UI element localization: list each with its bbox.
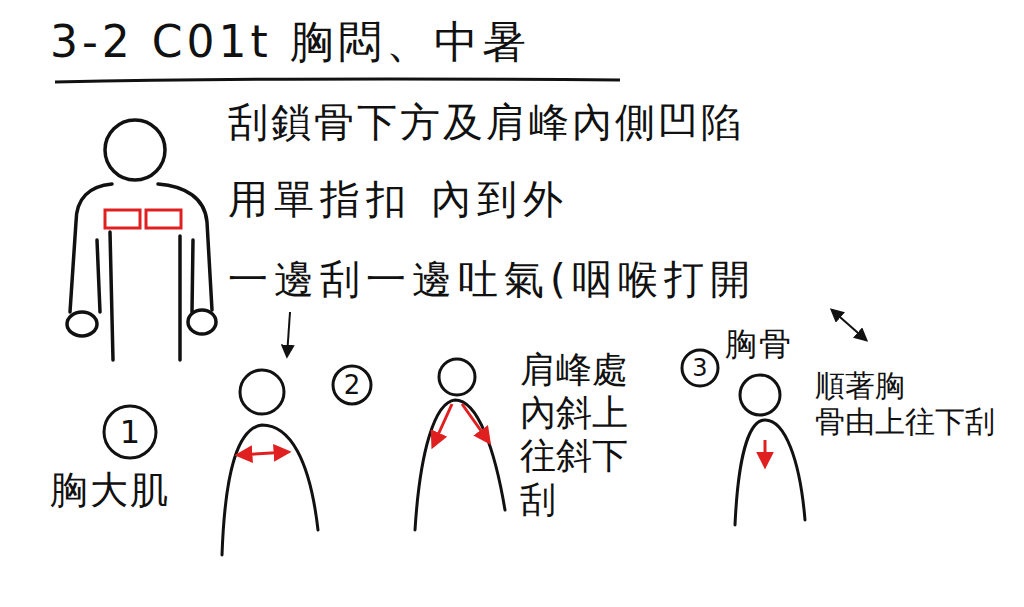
figure-sternum (735, 375, 805, 525)
callout-number: 1 (102, 404, 158, 460)
direction-note: 肩峰處 內斜上 往斜下 刮 (520, 348, 650, 521)
figure-acromion (415, 359, 505, 530)
scrape-arrow (764, 440, 767, 466)
leader-arrow (832, 310, 866, 340)
callout-text: 1 (102, 404, 158, 460)
body-figure (67, 120, 216, 360)
bone-label: 胸骨 (725, 325, 793, 363)
scrape-arrow (433, 404, 452, 446)
scrape-arrow (462, 404, 489, 442)
callout-number: 3 (680, 348, 720, 388)
title: 3-2 C01t 胸悶、中暑 (50, 16, 530, 69)
scrape-arrow (238, 452, 288, 455)
callout-number: 2 (331, 364, 373, 406)
callout-text: 2 (331, 364, 373, 406)
scraping-area (105, 210, 181, 228)
direction-note: 順著胸 骨由上往下刮 (815, 368, 1010, 440)
title-underline (55, 79, 620, 82)
callout-text: 3 (680, 348, 720, 388)
figure-pectoral (222, 370, 318, 555)
muscle-label: 胸大肌 (50, 468, 170, 514)
instruction-text: 用單指扣 內到外 (228, 175, 569, 223)
instruction-text: 刮鎖骨下方及肩峰內側凹陷 (228, 98, 744, 146)
instruction-text: 一邊刮一邊吐氣(咽喉打開 (228, 255, 756, 303)
leader-arrow (287, 312, 290, 356)
